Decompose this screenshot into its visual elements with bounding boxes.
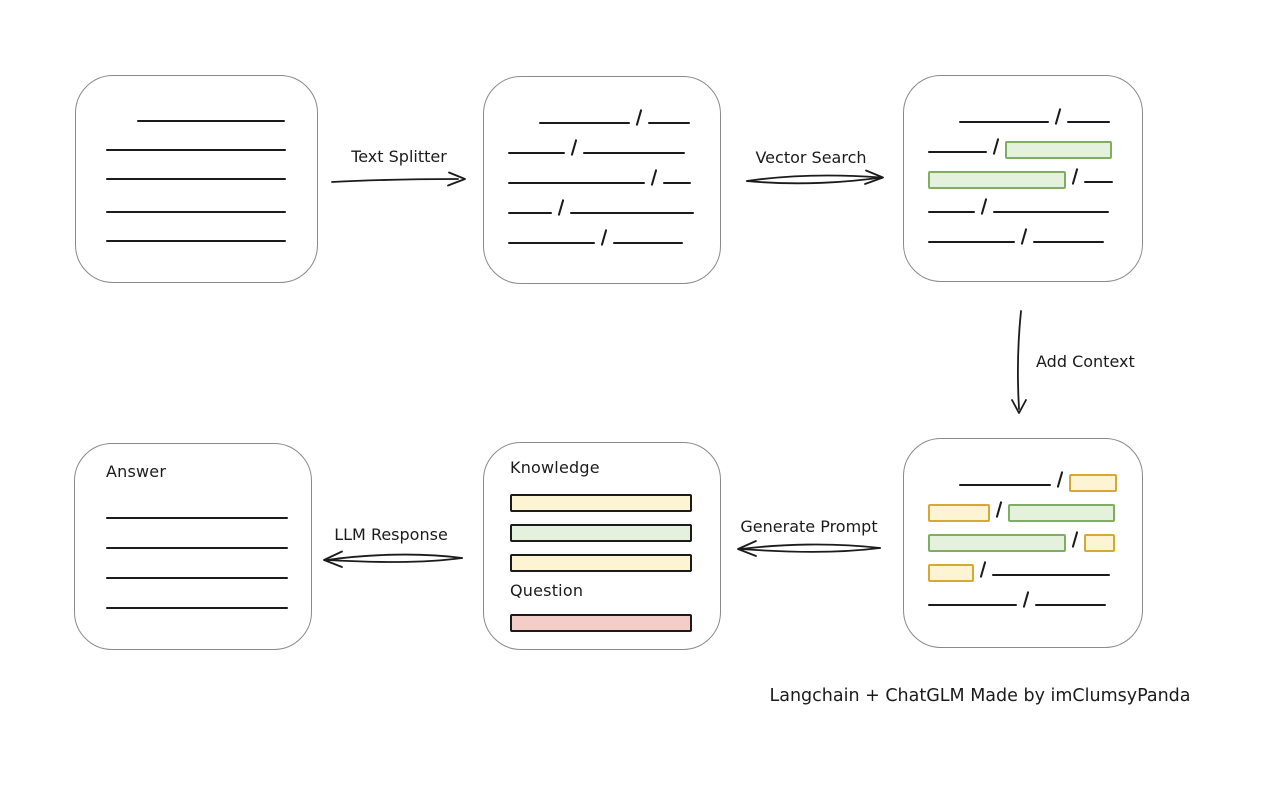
text-line <box>106 607 288 609</box>
chunk-rows <box>484 77 720 283</box>
generate-prompt-label: Generate Prompt <box>740 517 878 536</box>
text-line <box>1084 181 1113 183</box>
answer-label: Answer <box>106 462 167 481</box>
text-line <box>106 211 286 213</box>
knowledge-label: Knowledge <box>510 458 600 477</box>
yellow-bar <box>510 554 692 572</box>
text-chunk-row <box>508 184 720 216</box>
text-line <box>570 212 694 214</box>
text-line <box>1033 241 1104 243</box>
text-line <box>508 182 645 184</box>
prompt-box: Knowledge Question <box>483 442 721 650</box>
text-line <box>508 242 595 244</box>
add-context-label: Add Context <box>1036 352 1135 371</box>
text-line <box>1067 121 1110 123</box>
question-bars <box>510 614 692 644</box>
generate-prompt-arrow <box>737 540 881 557</box>
text-chunk-row <box>928 486 1142 522</box>
text-line <box>663 182 691 184</box>
split-chunks-box <box>483 76 721 284</box>
yellow-highlight-chunk <box>928 564 974 582</box>
text-splitter-arrow <box>331 171 466 187</box>
text-line <box>539 122 630 124</box>
text-line <box>992 574 1110 576</box>
green-highlight-chunk <box>928 534 1066 552</box>
text-chunk-row <box>928 93 1142 125</box>
credit-caption: Langchain + ChatGLM Made by imClumsyPand… <box>769 686 1191 706</box>
slash-separator <box>1022 591 1030 608</box>
text-line <box>106 547 288 549</box>
source-document-box <box>75 75 318 283</box>
answer-box: Answer <box>74 443 312 650</box>
vector-search-label: Vector Search <box>755 148 867 167</box>
text-chunk-row <box>508 94 720 126</box>
text-line <box>613 242 683 244</box>
text-line <box>993 211 1109 213</box>
text-line <box>137 120 285 122</box>
text-line <box>928 241 1015 243</box>
text-chunk-row <box>928 123 1142 159</box>
vector-matched-chunks-box <box>903 75 1143 282</box>
text-line <box>106 240 286 242</box>
slash-separator <box>600 229 608 246</box>
text-line <box>106 577 288 579</box>
text-chunk-row <box>508 124 720 156</box>
text-chunk-row <box>508 154 720 186</box>
text-chunk-row <box>928 213 1142 245</box>
text-chunk-row <box>928 153 1142 189</box>
text-line <box>959 484 1051 486</box>
text-line <box>928 211 975 213</box>
text-line <box>508 212 552 214</box>
llm-response-arrow <box>323 550 463 568</box>
yellow-highlight-chunk <box>1084 534 1115 552</box>
green-highlight-chunk <box>928 171 1066 189</box>
chunk-rows <box>904 439 1142 647</box>
knowledge-bars <box>510 494 692 584</box>
text-line <box>959 121 1049 123</box>
text-line <box>1035 604 1106 606</box>
slash-separator <box>1020 228 1028 245</box>
green-bar <box>510 524 692 542</box>
yellow-bar <box>510 494 692 512</box>
green-highlight-chunk <box>1008 504 1115 522</box>
text-chunk-row <box>928 456 1142 492</box>
text-chunk-row <box>928 183 1142 215</box>
text-line <box>106 517 288 519</box>
green-highlight-chunk <box>1005 141 1112 159</box>
text-line <box>648 122 690 124</box>
chunk-rows <box>904 76 1142 281</box>
add-context-arrow <box>1011 310 1027 414</box>
yellow-highlight-chunk <box>1069 474 1117 492</box>
text-chunk-row <box>928 516 1142 552</box>
text-line <box>106 149 286 151</box>
text-chunk-row <box>508 214 720 246</box>
red-bar <box>510 614 692 632</box>
text-chunk-row <box>928 576 1142 608</box>
text-line <box>508 152 565 154</box>
text-chunk-row <box>928 546 1142 582</box>
text-line <box>106 178 286 180</box>
llm-response-label: LLM Response <box>334 525 448 544</box>
question-label: Question <box>510 581 584 600</box>
text-line <box>583 152 685 154</box>
vector-search-arrow <box>746 169 884 185</box>
text-line <box>928 151 987 153</box>
context-chunks-box <box>903 438 1143 648</box>
text-line <box>928 604 1017 606</box>
text-splitter-label: Text Splitter <box>351 147 447 166</box>
yellow-highlight-chunk <box>928 504 990 522</box>
